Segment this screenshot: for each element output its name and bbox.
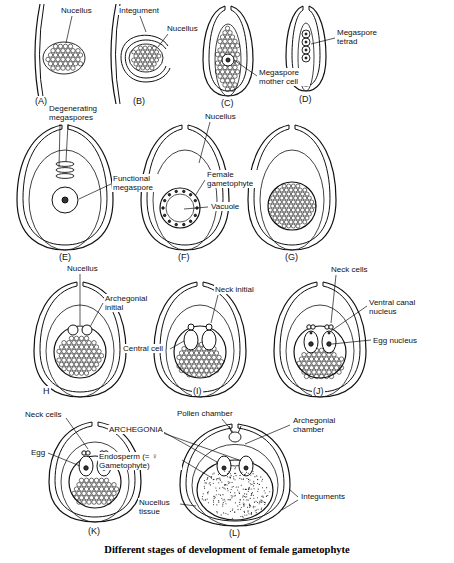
figure-letter: (D) bbox=[298, 94, 313, 104]
part-label: Egg bbox=[30, 448, 46, 457]
part-label: Endosperm (= ♀ Gametophyte) bbox=[98, 452, 182, 470]
leader-line bbox=[331, 306, 367, 331]
figure-letter: (F) bbox=[177, 252, 191, 262]
leader-line bbox=[222, 419, 233, 432]
leader-line bbox=[79, 184, 111, 199]
figure-letter: (I) bbox=[192, 386, 203, 396]
leader-line bbox=[140, 16, 146, 32]
figure-letter: H bbox=[42, 386, 51, 396]
figure-letter: (L) bbox=[228, 528, 241, 538]
part-label: Integument bbox=[118, 6, 160, 15]
leader-line bbox=[332, 340, 371, 344]
leader-line bbox=[282, 500, 298, 510]
part-label: Nucellus bbox=[166, 24, 199, 33]
part-label: Neck cells bbox=[330, 265, 368, 274]
part-label: Degenerating megaspores bbox=[48, 104, 122, 122]
part-label: Neck cells bbox=[24, 410, 62, 419]
leader-line bbox=[182, 460, 212, 478]
part-label: Egg nucleus bbox=[372, 336, 418, 345]
leader-line bbox=[80, 274, 81, 325]
leader-line bbox=[59, 124, 60, 167]
leader-line bbox=[195, 180, 205, 196]
part-label: Archegonial chamber bbox=[292, 416, 352, 434]
leader-line bbox=[90, 303, 103, 327]
figure-letter: (E) bbox=[58, 252, 72, 262]
leader-line bbox=[234, 60, 257, 76]
leader-line bbox=[158, 34, 168, 47]
figure-letter: (C) bbox=[220, 98, 235, 108]
part-label: Functional megaspore bbox=[112, 174, 158, 192]
leader-line bbox=[211, 295, 218, 323]
leader-line bbox=[66, 16, 72, 43]
leader-line bbox=[199, 122, 210, 163]
figure-letter: (K) bbox=[87, 526, 101, 536]
figure-caption: Different stages of development of femal… bbox=[0, 544, 454, 555]
figure-letter: (B) bbox=[132, 96, 146, 106]
leader-line bbox=[170, 341, 184, 349]
part-label: Nucellus bbox=[204, 112, 237, 121]
leader-line bbox=[245, 425, 290, 444]
part-label: Vacuole bbox=[210, 202, 240, 211]
part-label: Nucellus bbox=[66, 264, 99, 273]
part-label: Ventral canal nucleus bbox=[368, 298, 430, 316]
part-label: Megaspore mother cell bbox=[258, 68, 310, 86]
leader-line bbox=[289, 489, 298, 497]
part-label: Integuments bbox=[300, 492, 346, 501]
figure-letter: (A) bbox=[34, 96, 48, 106]
leader-line bbox=[66, 418, 88, 449]
part-label: Central cell bbox=[122, 344, 164, 353]
figure-letter: (G) bbox=[284, 252, 299, 262]
leader-line bbox=[48, 453, 80, 466]
figure-letter: (J) bbox=[312, 386, 325, 396]
part-label: Nucellus bbox=[60, 6, 93, 15]
part-label: Archegonial initial bbox=[104, 294, 161, 312]
leader-line bbox=[184, 207, 208, 209]
part-label: Pollen chamber bbox=[176, 409, 234, 418]
part-label: ARCHEGONIA bbox=[108, 425, 164, 434]
part-label: Female gametophyte bbox=[206, 170, 258, 188]
leader-line bbox=[331, 275, 336, 323]
part-label: Megaspore tetrad bbox=[336, 28, 386, 46]
part-label: Nucellus tissue bbox=[138, 498, 180, 516]
part-label: Neck initial bbox=[214, 285, 255, 294]
leader-line bbox=[311, 38, 335, 44]
leader-line bbox=[66, 124, 68, 161]
